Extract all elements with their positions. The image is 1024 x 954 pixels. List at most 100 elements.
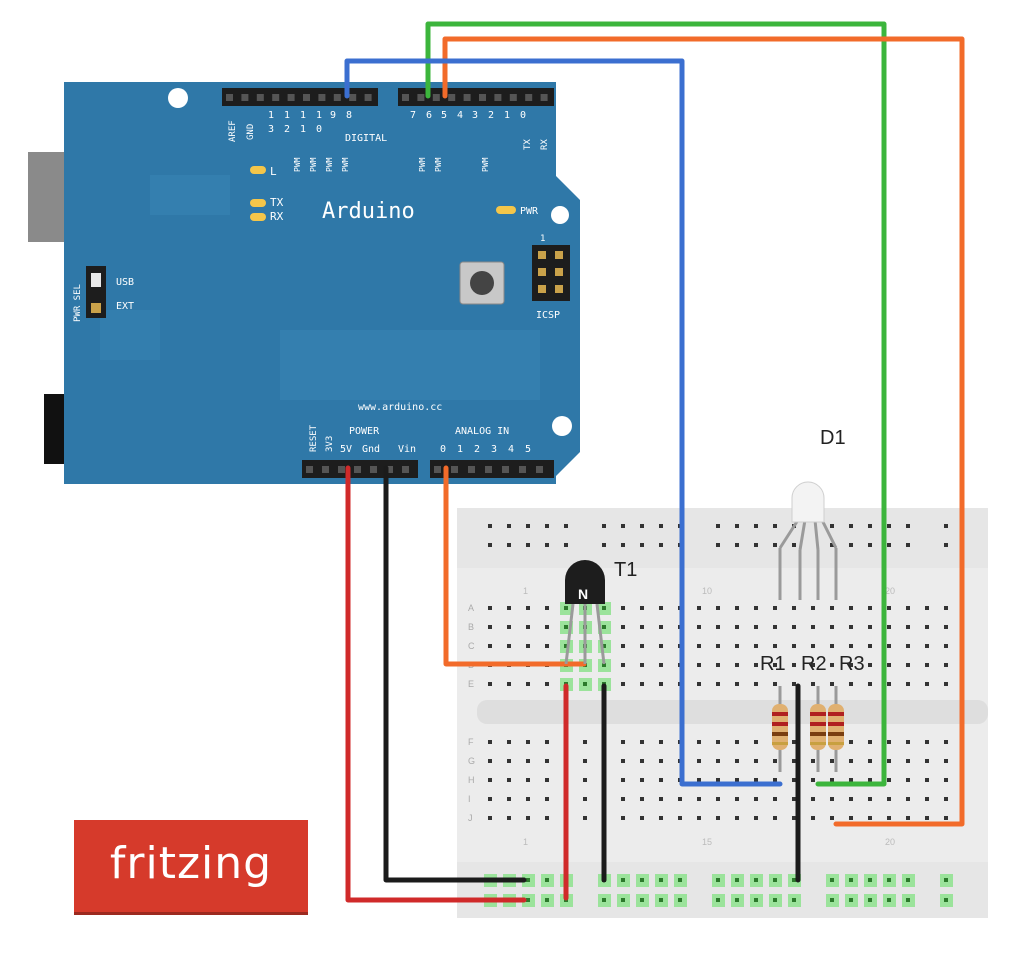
bb-hole <box>697 778 701 782</box>
bb-hole <box>811 682 815 686</box>
bb-hole <box>526 606 530 610</box>
transistor-mark: N <box>578 586 588 602</box>
bb-hole <box>640 898 644 902</box>
bb-row-letter: E <box>468 679 474 689</box>
pin-number-label: 4 <box>457 110 463 121</box>
bb-hole <box>754 543 758 547</box>
resistor-r1 <box>772 686 788 772</box>
led-tx <box>250 199 266 207</box>
bb-hole <box>507 543 511 547</box>
bb-col-number: 1 <box>523 837 528 847</box>
bb-hole <box>621 878 625 882</box>
bb-hole <box>906 663 910 667</box>
bb-hole <box>640 682 644 686</box>
bb-hole <box>659 778 663 782</box>
bb-hole <box>545 740 549 744</box>
pin-number-label: 1 <box>300 110 306 121</box>
bb-hole <box>716 625 720 629</box>
bb-hole <box>640 878 644 882</box>
bb-hole <box>830 663 834 667</box>
bb-hole <box>944 816 948 820</box>
bb-hole <box>868 682 872 686</box>
header-pin <box>333 94 341 101</box>
bb-hole <box>640 797 644 801</box>
digital-header-left <box>222 88 378 106</box>
bb-hole <box>716 759 720 763</box>
resistors <box>772 686 844 772</box>
pwr-sel-label: PWR SEL <box>73 284 83 322</box>
bb-hole <box>868 759 872 763</box>
bb-hole <box>849 816 853 820</box>
bb-hole <box>887 759 891 763</box>
bb-hole <box>659 625 663 629</box>
transistor-t1: N <box>564 560 606 665</box>
resistor-label-r1: R1 <box>760 653 786 675</box>
bb-hole <box>868 663 872 667</box>
bb-hole <box>564 644 568 648</box>
bb-hole <box>678 898 682 902</box>
bb-hole <box>849 759 853 763</box>
pin-number-label: 3 <box>268 124 274 135</box>
bb-hole <box>735 644 739 648</box>
bb-hole <box>811 816 815 820</box>
bb-hole <box>488 816 492 820</box>
bb-hole <box>754 898 758 902</box>
bb-hole <box>849 740 853 744</box>
bb-hole <box>944 524 948 528</box>
bb-hole <box>773 543 777 547</box>
bb-hole <box>944 663 948 667</box>
bb-hole <box>925 682 929 686</box>
bb-hole <box>849 878 853 882</box>
bb-hole <box>621 898 625 902</box>
bb-hole <box>792 740 796 744</box>
bb-hole <box>792 625 796 629</box>
bb-hole <box>640 740 644 744</box>
bb-hole <box>697 797 701 801</box>
header-pin <box>272 94 280 101</box>
breadboard: 1 10 20 1 15 20 A B C D E F G H I J <box>457 508 988 918</box>
bb-hole <box>811 797 815 801</box>
bb-hole <box>887 898 891 902</box>
arduino-board: Arduino DIGITAL www.arduino.cc POWER ANA… <box>28 82 580 484</box>
bb-hole <box>735 816 739 820</box>
bb-hole <box>583 759 587 763</box>
wire-orange-analog <box>443 465 587 667</box>
wire-blue <box>344 58 783 787</box>
bb-hole <box>811 759 815 763</box>
bb-hole <box>659 816 663 820</box>
bb-hole <box>868 606 872 610</box>
bb-hole <box>849 625 853 629</box>
resistor-r3 <box>828 686 844 772</box>
bb-hole <box>716 663 720 667</box>
bb-hole <box>678 816 682 820</box>
bb-hole <box>640 778 644 782</box>
bb-hole <box>488 625 492 629</box>
bb-hole <box>621 797 625 801</box>
bb-hole <box>640 625 644 629</box>
header-pin <box>463 94 471 101</box>
bb-hole <box>678 797 682 801</box>
bb-hole <box>735 878 739 882</box>
bb-hole <box>773 524 777 528</box>
bb-hole <box>488 543 492 547</box>
bb-hole <box>773 606 777 610</box>
bb-hole <box>925 778 929 782</box>
bb-hole <box>887 778 891 782</box>
bb-hole <box>849 797 853 801</box>
bb-hole <box>526 543 530 547</box>
pin-number-label: 2 <box>474 444 480 455</box>
bb-hole <box>526 797 530 801</box>
bb-hole <box>640 524 644 528</box>
header-pin <box>322 466 329 473</box>
bb-hole <box>887 682 891 686</box>
pin-number-label: 6 <box>426 110 432 121</box>
bb-hole <box>868 543 872 547</box>
bb-hole <box>526 878 530 882</box>
bb-hole <box>716 543 720 547</box>
bb-hole <box>602 644 606 648</box>
bb-hole <box>640 816 644 820</box>
bb-hole <box>507 816 511 820</box>
bb-hole <box>621 663 625 667</box>
bb-hole <box>507 606 511 610</box>
bb-hole <box>488 740 492 744</box>
